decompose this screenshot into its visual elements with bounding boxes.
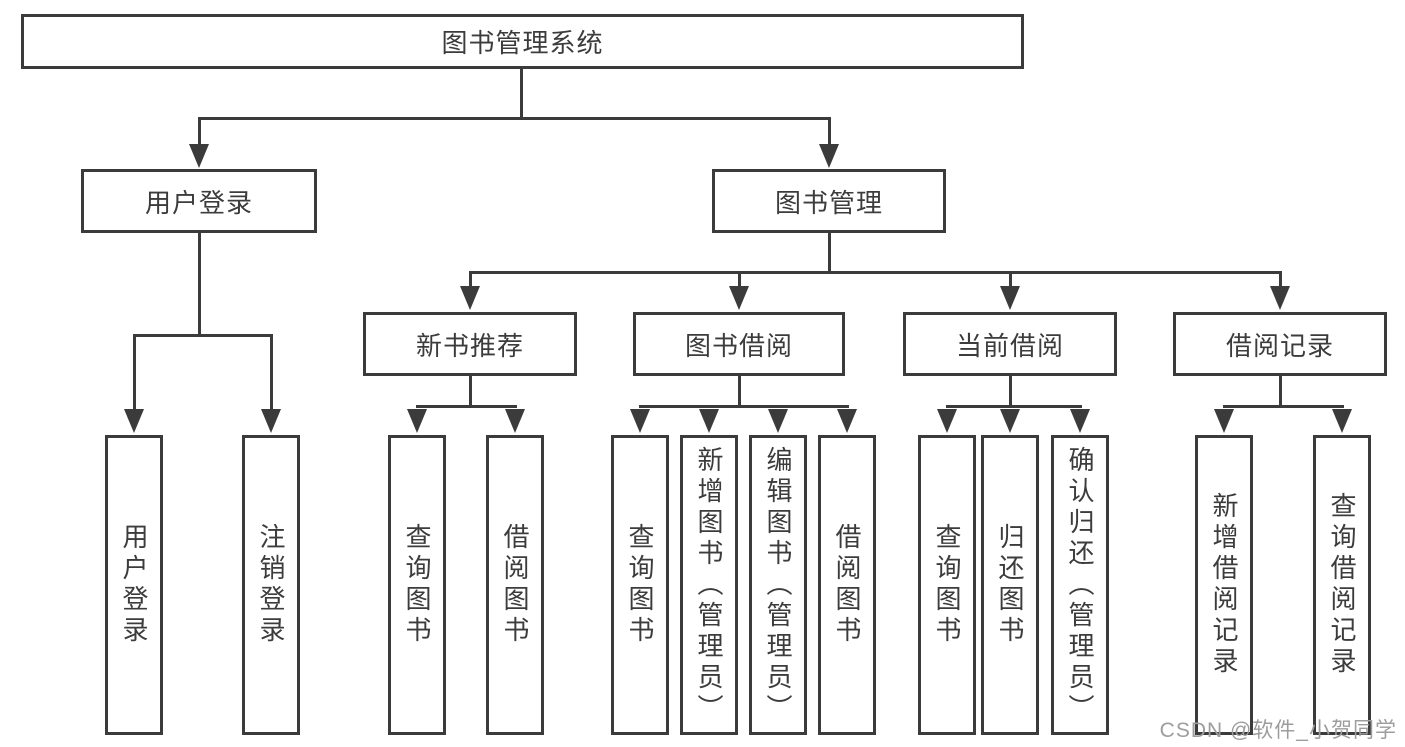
- leaf-query-books-current: 查询图书: [918, 435, 976, 735]
- arrow-down-icon: [460, 286, 480, 310]
- arrow-down-icon: [937, 409, 957, 433]
- arrow-down-icon: [1270, 286, 1290, 310]
- connector-root-down: [520, 69, 523, 118]
- connector-current-horizontal: [946, 405, 1082, 408]
- node-book-borrow: 图书借阅: [633, 312, 845, 376]
- connector-newbook-down: [469, 376, 472, 408]
- node-new-book-recommend: 新书推荐: [363, 312, 577, 376]
- connector-login-down: [198, 233, 201, 337]
- csdn-watermark: CSDN @软件_小贺同学: [1159, 719, 1397, 742]
- leaf-borrow-books: 借阅图书: [818, 435, 876, 735]
- leaf-borrow-books-newbook: 借阅图书: [486, 435, 544, 735]
- arrow-down-icon: [837, 409, 857, 433]
- arrow-down-icon: [1214, 409, 1234, 433]
- arrow-down-icon: [124, 409, 144, 433]
- connector-borrow-down: [738, 376, 741, 408]
- node-user-login: 用户登录: [81, 169, 317, 233]
- leaf-query-borrow-record: 查询借阅记录: [1313, 435, 1371, 735]
- arrow-down-icon: [768, 409, 788, 433]
- arrow-down-icon: [261, 409, 281, 433]
- leaf-logout: 注销登录: [242, 435, 300, 735]
- leaf-add-books-admin: 新增图书（管理员）: [680, 435, 738, 735]
- connector-manage-drop: [828, 117, 831, 146]
- arrow-down-icon: [630, 409, 650, 433]
- connector-leaf-drop: [133, 334, 136, 411]
- leaf-return-books: 归还图书: [981, 435, 1039, 735]
- connector-manage-horizontal: [469, 271, 1282, 274]
- arrow-down-icon: [1070, 409, 1090, 433]
- leaf-query-books-newbook: 查询图书: [388, 435, 446, 735]
- node-current-borrow: 当前借阅: [903, 312, 1117, 376]
- leaf-user-login: 用户登录: [105, 435, 163, 735]
- arrow-down-icon: [699, 409, 719, 433]
- connector-l3-drop: [1009, 271, 1012, 288]
- arrow-down-icon: [1000, 409, 1020, 433]
- connector-login-drop: [198, 117, 201, 146]
- arrow-down-icon: [1332, 409, 1352, 433]
- node-book-management: 图书管理: [712, 169, 946, 233]
- connector-newbook-horizontal: [416, 405, 517, 408]
- arrow-down-icon: [505, 409, 525, 433]
- connector-login-horizontal: [133, 334, 273, 337]
- leaf-edit-books-admin: 编辑图书（管理员）: [749, 435, 807, 735]
- connector-leaf-drop: [270, 334, 273, 411]
- node-root: 图书管理系统: [21, 14, 1024, 69]
- leaf-add-borrow-record: 新增借阅记录: [1195, 435, 1253, 735]
- connector-borrow-horizontal: [639, 405, 849, 408]
- connector-manage-down: [828, 233, 831, 274]
- arrow-down-icon: [729, 286, 749, 310]
- arrow-down-icon: [1000, 286, 1020, 310]
- connector-current-down: [1009, 376, 1012, 408]
- connector-records-down: [1279, 376, 1282, 408]
- arrow-down-icon: [407, 409, 427, 433]
- arrow-down-icon: [819, 144, 839, 168]
- connector-records-horizontal: [1223, 405, 1344, 408]
- connector-root-horizontal: [198, 117, 831, 120]
- arrow-down-icon: [189, 144, 209, 168]
- node-borrow-records: 借阅记录: [1173, 312, 1387, 376]
- leaf-confirm-return-admin: 确认归还（管理员）: [1051, 435, 1109, 735]
- connector-l3-drop: [469, 271, 472, 288]
- connector-l3-drop: [738, 271, 741, 288]
- leaf-query-books-borrow: 查询图书: [611, 435, 669, 735]
- connector-l3-drop: [1279, 271, 1282, 288]
